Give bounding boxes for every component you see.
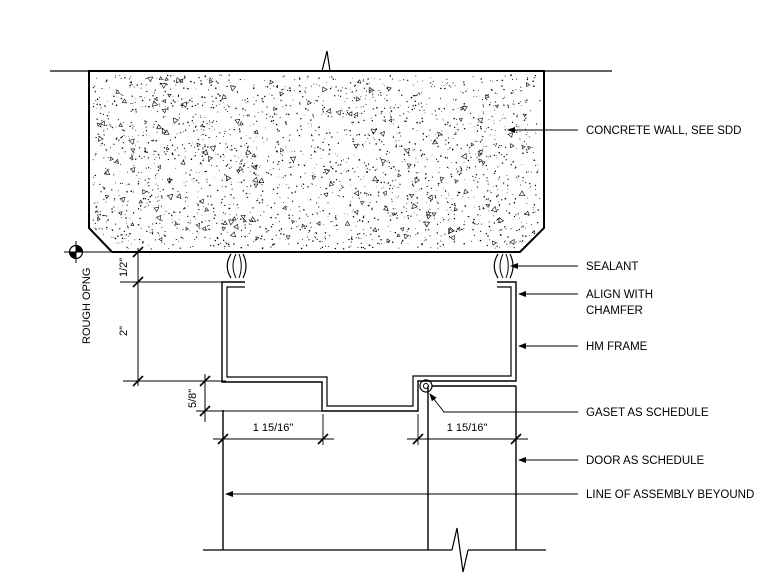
label-align-with: ALIGN WITH [586,289,653,301]
label-door: DOOR AS SCHEDULE [586,455,705,467]
door [427,385,517,550]
sealant-left [226,253,247,279]
rough-opening-marker: ROUGH OPNG [64,241,131,344]
dim-face-width-left: 1 15/16" [253,422,294,434]
dim-half-inch: 1/2" [118,258,130,277]
dim-five-eighths: 5/8" [187,389,199,408]
gasket [419,379,433,393]
vertical-dimension-chain: 1/2" 2" 5/8" [118,246,324,422]
label-hm-frame: HM FRAME [586,341,648,353]
horizontal-dimension-right: 1 15/16" [407,414,528,445]
dim-two-inch: 2" [118,326,130,336]
concrete-stipple-pattern [92,74,541,250]
hm-frame [221,281,517,412]
label-assembly-line: LINE OF ASSEMBLY BEYOUND [586,489,754,501]
bottom-break-line [203,527,546,573]
label-chamfer: CHAMFER [586,305,643,317]
label-sealant: SEALANT [586,261,638,273]
callouts: CONCRETE WALL, SEE SDD SEALANT ALIGN WIT… [586,125,754,501]
label-concrete-wall: CONCRETE WALL, SEE SDD [586,125,742,137]
horizontal-dimension-left: 1 15/16" [213,414,334,445]
concrete-wall [88,70,545,253]
dim-face-width-right: 1 15/16" [447,422,488,434]
label-gasket: GASET AS SCHEDULE [586,407,709,419]
leaders [225,127,578,497]
rough-opening-label: ROUGH OPNG [81,268,93,344]
sealant-right [493,253,514,279]
